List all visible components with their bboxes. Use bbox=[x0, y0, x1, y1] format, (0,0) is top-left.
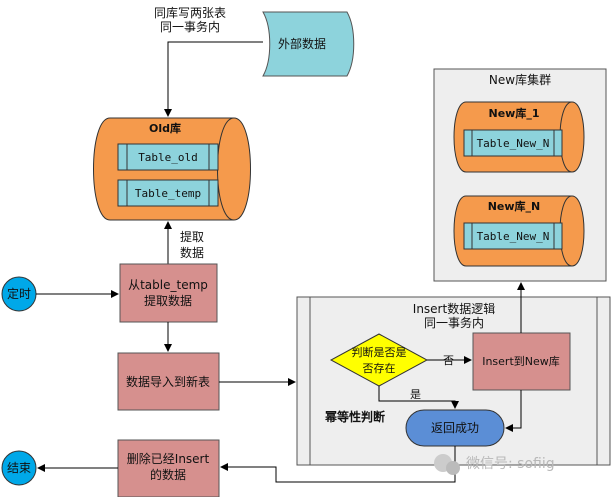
logic-panel: Insert数据逻辑 同一事务内 判断是否是 否存在 否 Insert到New库… bbox=[296, 296, 611, 466]
delete-box-line1: 删除已经Insert bbox=[127, 451, 210, 466]
success-node: 返回成功 bbox=[405, 409, 505, 447]
no-label: 否 bbox=[443, 354, 454, 367]
delete-box-line2: 的数据 bbox=[150, 467, 186, 482]
new-db-n-table: Table_New_N bbox=[477, 230, 550, 243]
table-old: Table_old bbox=[117, 143, 219, 171]
extract-box: 从table_temp 提取数据 bbox=[119, 263, 218, 323]
logic-title-line2: 同一事务内 bbox=[424, 315, 484, 330]
watermark: 微信号: sofiig bbox=[434, 454, 555, 475]
decision-line2: 否存在 bbox=[363, 361, 396, 375]
new-db-1-table: Table_New_N bbox=[477, 137, 550, 150]
end-node: 结束 bbox=[1, 450, 37, 486]
external-data-label: 外部数据 bbox=[278, 36, 326, 51]
new-db-n: New库_N Table_New_N bbox=[453, 195, 585, 267]
import-box-label: 数据导入到新表 bbox=[126, 374, 210, 389]
external-data-node: 外部数据 bbox=[262, 11, 355, 77]
timer-label: 定时 bbox=[7, 286, 31, 301]
insert-new-label: Insert到New库 bbox=[482, 355, 560, 368]
end-label: 结束 bbox=[7, 461, 31, 475]
arrow-insert-to-success bbox=[505, 390, 522, 432]
new-db-1-title: New库_1 bbox=[489, 106, 540, 120]
arrow-decision-yes bbox=[378, 386, 459, 409]
decision-node: 判断是否是 否存在 bbox=[329, 333, 429, 387]
extract-label-line1: 提取 bbox=[180, 229, 204, 244]
note-top-line1: 同库写两张表 bbox=[154, 5, 226, 20]
success-label: 返回成功 bbox=[431, 421, 479, 435]
note-top-line2: 同一事务内 bbox=[160, 19, 220, 34]
table-old-label: Table_old bbox=[138, 151, 198, 164]
new-db-n-title: New库_N bbox=[488, 199, 541, 213]
import-box: 数据导入到新表 bbox=[117, 352, 220, 411]
logic-title-line1: Insert数据逻辑 bbox=[413, 301, 495, 316]
yes-label: 是 bbox=[410, 388, 421, 401]
extract-box-line1: 从table_temp bbox=[128, 278, 208, 292]
delete-box: 删除已经Insert 的数据 bbox=[117, 439, 220, 497]
new-cluster-title: New库集群 bbox=[489, 72, 551, 87]
old-db: Old库 Table_old Table_temp bbox=[93, 117, 251, 221]
idempotent-label: 幂等性判断 bbox=[324, 409, 385, 424]
extract-label-line2: 数据 bbox=[180, 245, 204, 260]
table-temp-label: Table_temp bbox=[135, 187, 201, 200]
timer-node: 定时 bbox=[1, 276, 37, 312]
old-db-title: Old库 bbox=[149, 121, 181, 135]
extract-box-line2: 提取数据 bbox=[144, 293, 192, 308]
table-temp: Table_temp bbox=[117, 179, 219, 207]
new-db-1: New库_1 Table_New_N bbox=[453, 101, 585, 173]
decision-line1: 判断是否是 bbox=[352, 345, 407, 359]
new-cluster-panel: New库集群 New库_1 Table_New_N New库_N Table_N… bbox=[433, 68, 607, 282]
arrow-external-to-old bbox=[164, 41, 263, 117]
insert-new-box: Insert到New库 bbox=[472, 332, 571, 391]
watermark-text: 微信号: sofiig bbox=[466, 456, 555, 472]
